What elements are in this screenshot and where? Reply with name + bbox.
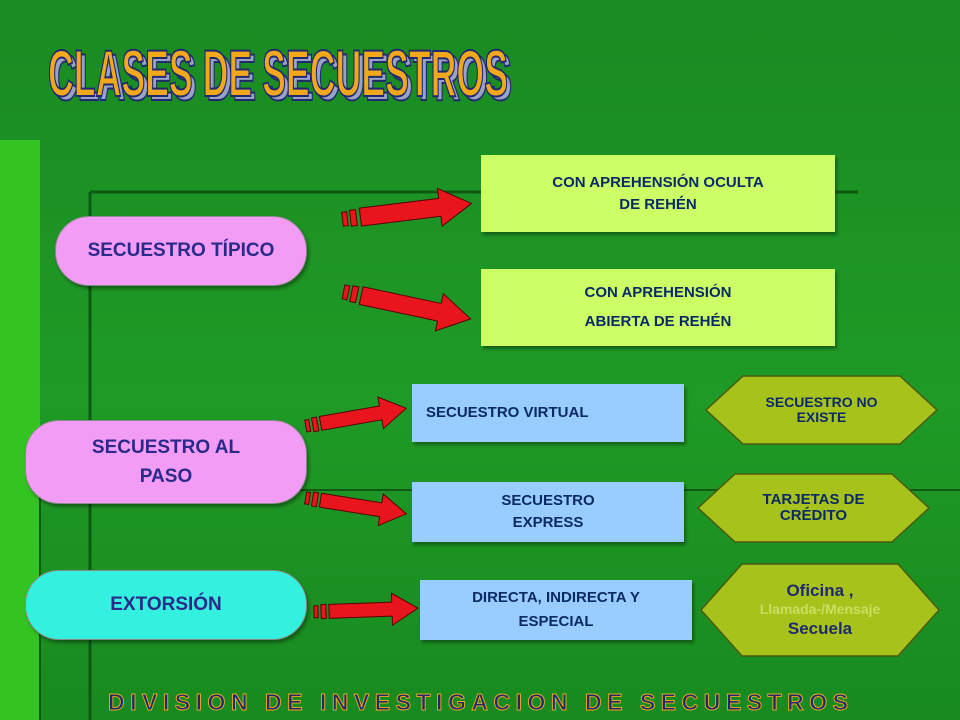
note-label-line1: SECUESTRO NO — [765, 394, 878, 411]
type-label-line1: CON APREHENSIÓN OCULTA — [552, 173, 764, 191]
type-directa-indirecta-especial: DIRECTA, INDIRECTA Y ESPECIAL — [420, 580, 692, 640]
note-secuestro-no-existe: SECUESTRO NO EXISTE — [705, 375, 938, 445]
arrow-icon — [341, 187, 473, 228]
note-secuela: Secuela — [787, 618, 853, 638]
category-label-line1: SECUESTRO AL — [91, 436, 241, 458]
type-aprehension-oculta: CON APREHENSIÓN OCULTA DE REHÉN — [481, 155, 835, 232]
note-label-line2: EXISTE — [796, 409, 847, 425]
note-oficina: Oficina , — [786, 580, 854, 600]
arrow-icon — [341, 284, 472, 332]
category-secuestro-tipico: SECUESTRO TÍPICO — [55, 216, 307, 286]
note-tarjetas-de-credito: TARJETAS DE CRÉDITO — [697, 473, 930, 543]
category-label: EXTORSIÓN — [110, 594, 222, 616]
page-title: CLASES DE SECUESTROS CLASES DE SECUESTRO… — [47, 35, 513, 115]
type-label-line2: EXPRESS — [512, 514, 584, 531]
category-secuestro-al-paso: SECUESTRO AL PASO — [25, 420, 307, 504]
note-label-line1: TARJETAS DE — [762, 491, 865, 509]
category-extorsion: EXTORSIÓN — [25, 570, 307, 640]
svg-text:DIVISION DE INVESTIGACION DE S: DIVISION DE INVESTIGACION DE SECUESTROS — [108, 689, 848, 715]
note-llamada: Llamada-/Mensaje — [759, 601, 881, 618]
type-aprehension-abierta: CON APREHENSIÓN ABIERTA DE REHÉN — [481, 269, 835, 346]
note-label-line2: CRÉDITO — [779, 507, 848, 524]
svg-text:CLASES DE SECUESTROS: CLASES DE SECUESTROS — [48, 36, 508, 110]
type-label-line1: SECUESTRO — [501, 492, 595, 510]
category-label: SECUESTRO TÍPICO — [87, 240, 275, 262]
type-label-line1: DIRECTA, INDIRECTA Y — [472, 589, 640, 606]
type-label-line2: ABIERTA DE REHÉN — [584, 312, 732, 330]
type-secuestro-express: SECUESTRO EXPRESS — [412, 482, 684, 542]
arrow-icon — [304, 396, 408, 433]
footer-banner: DIVISION DE INVESTIGACION DE SECUESTROS — [108, 689, 849, 716]
note-oficina-llamada-secuela: Oficina , Llamada-/Mensaje Secuela — [700, 563, 940, 657]
type-label-line1: CON APREHENSIÓN — [584, 284, 732, 301]
type-label: SECUESTRO VIRTUAL — [426, 404, 589, 422]
type-secuestro-virtual: SECUESTRO VIRTUAL — [412, 384, 684, 442]
type-label-line2: ESPECIAL — [518, 613, 594, 630]
type-label-line2: DE REHÉN — [619, 195, 697, 213]
arrow-icon — [304, 491, 408, 527]
arrow-icon — [313, 592, 419, 627]
svg-text:CLASES DE SECUESTROS: CLASES DE SECUESTROS — [52, 40, 512, 114]
category-label-line2: PASO — [139, 466, 193, 487]
